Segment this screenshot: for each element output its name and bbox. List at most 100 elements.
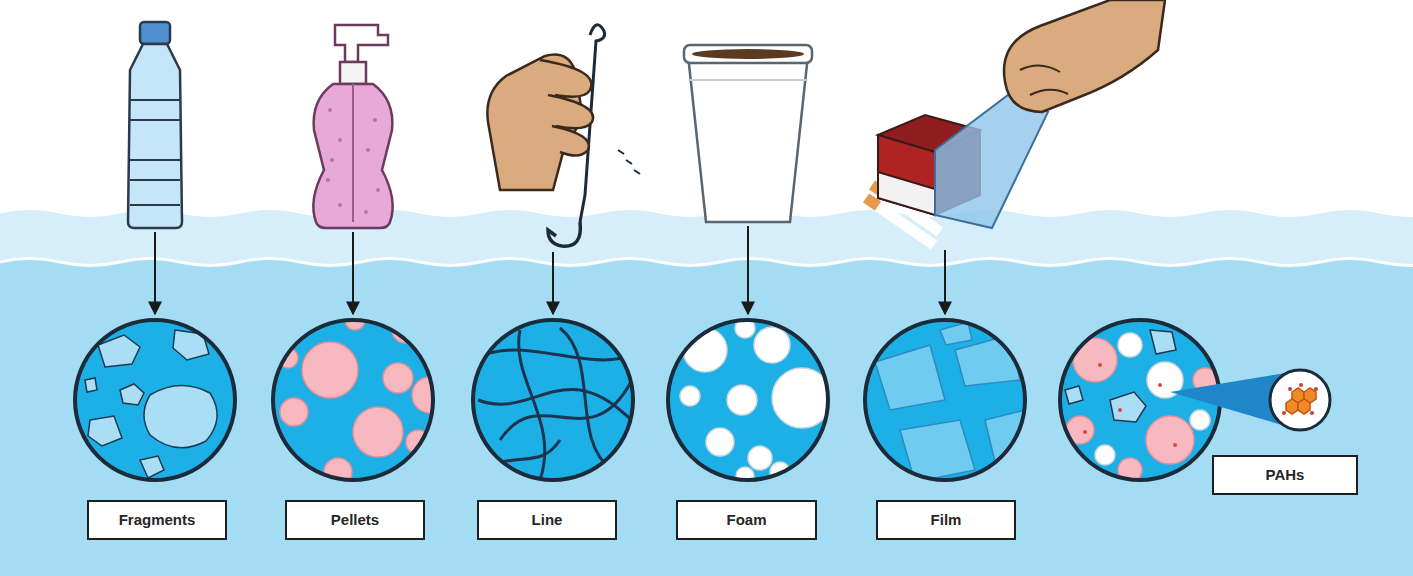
pellets-circle-part-part [353,407,403,457]
fragments-circle-part [85,330,217,478]
mixture-circle-part-part-part [1098,363,1102,367]
fishing-hand-part [618,150,640,174]
fragments-circle-part-part [88,416,122,446]
foam-cup-part [692,49,804,59]
magnifier-callout-part [1282,383,1318,415]
magnifier-callout-part-part [1314,387,1318,391]
film-circle [865,320,1030,482]
pellets-circle [273,310,448,486]
foam-circle-part-part [680,386,700,406]
mixture-circle-part-part-part [1158,383,1162,387]
label-box: Film [876,500,1016,540]
cigarette-pack-part [878,172,935,215]
pump-bottle-part [352,84,354,222]
pump-bottle-part-part [338,138,342,142]
arrows-part [747,226,749,314]
arrows-part [154,232,156,314]
pellets-circle-part-part [383,363,413,393]
molecule-symbol-part [1286,399,1298,414]
water-bottle [128,22,182,228]
pellets-circle-part [273,320,433,480]
line-circle-part-part [560,328,612,470]
label-text: Line [532,511,563,529]
foam-circle-part [680,318,832,485]
fragments-circle-part [75,320,235,480]
water-bottle-part [140,22,170,44]
foam-circle-part [668,320,828,480]
mixture-circle-part-part-part [1065,386,1083,404]
pump-bottle [313,25,392,228]
film-circle-part [875,322,1030,482]
fishing-hand-part [548,222,580,246]
line-circle [473,320,653,480]
line-circle-part [473,320,633,480]
mixture-circle-part-part-part [1095,445,1115,465]
mixture-circle-part [1060,320,1220,480]
pump-bottle-part-part [364,210,368,214]
label-text: Foam [726,511,766,529]
pump-bottle-part-part [328,108,332,112]
label-text: Fragments [119,511,196,529]
line-circle-part-part [500,380,632,440]
magnifier-callout-part-part [1288,387,1292,391]
line-circle-part [473,320,633,480]
mixture-circle-part-part [1083,363,1177,447]
pump-bottle-part-part [366,148,370,152]
cigarette-pack-part [935,92,1048,228]
line-circle-part [475,328,653,480]
mixture-circle-part-part [1095,333,1210,465]
line-circle-part-part [480,440,560,470]
film-circle-part [865,320,1025,480]
mixture-circle-part-part-part [1110,392,1146,422]
fragments-circle-part [75,320,235,480]
magnifier-callout [1170,370,1330,430]
label-text: Pellets [331,511,379,529]
fragments-circle-part-part [85,378,97,392]
mixture-circle-part-part-part [1190,410,1210,430]
mixture-circle-part [1060,320,1220,480]
fishing-hand [487,25,640,246]
pump-bottle-part [313,84,392,228]
hand-part [1004,0,1165,112]
label-box: Pellets [285,500,425,540]
film-circle-part-part [875,345,945,410]
magnifier-callout-part-part [1299,383,1303,387]
pump-bottle-part-part [338,203,342,207]
label-text: PAHs [1266,466,1305,484]
pump-bottle-part [326,108,380,214]
arrows-part [352,232,354,314]
water-bottle-part [130,100,180,205]
mixture-circle-part-part-part [1118,408,1122,412]
mixture-circle-part-part-part [1173,443,1177,447]
label-box: Foam [676,500,817,540]
cigarette-pack-part [878,135,935,215]
arrows [155,226,945,314]
mixture-circle-part-part-part [1146,416,1194,464]
arrows-part [944,250,946,314]
mixture-circle-part-part-part [1118,333,1142,357]
label-box: Line [477,500,617,540]
hand [1004,0,1165,112]
pump-bottle-part [340,62,366,84]
fragments-circle [75,320,235,480]
foam-circle-part-part [727,385,757,415]
pump-bottle-part-part [376,188,380,192]
pellets-circle-part-part [302,342,358,398]
wave-line [0,259,1413,266]
film-circle-part-part [940,322,972,345]
foam-cup-part [688,55,808,222]
label-text: Film [931,511,962,529]
pump-bottle-part [335,25,388,62]
pump-bottle-part-part [326,178,330,182]
foam-cup-part [684,45,812,63]
foam-circle [668,318,832,485]
water [0,209,1413,576]
fragments-circle-part-part [144,385,217,447]
fragments-circle-part-part [140,456,164,478]
pump-bottle-part-part [330,158,334,162]
mixture-circle [1060,320,1220,482]
foam-cup-part [690,79,806,81]
foam-circle-part-part [736,467,754,485]
